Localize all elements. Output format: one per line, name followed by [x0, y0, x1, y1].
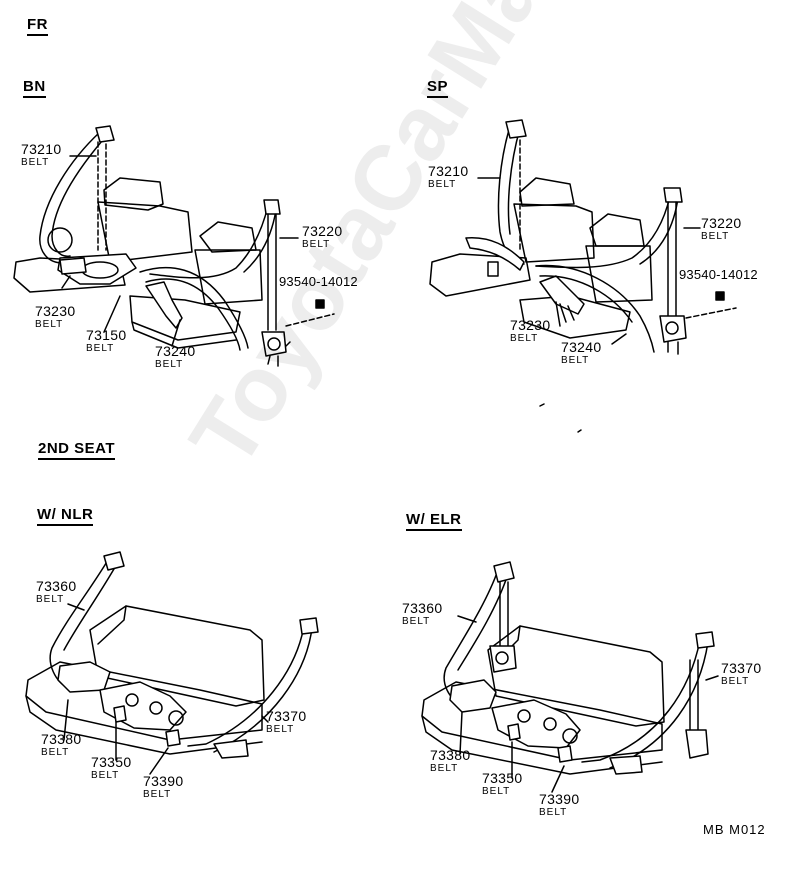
part-label-bn-73220: 73220 BELT [302, 223, 343, 251]
part-name: BELT [41, 747, 70, 758]
part-number: 73370 [721, 660, 762, 676]
part-name: BELT [155, 359, 184, 370]
part-number: 73220 [701, 215, 742, 231]
part-number: 73390 [143, 773, 184, 789]
section-w-elr: W/ ELR [406, 511, 462, 531]
section-w-nlr: W/ NLR [37, 506, 94, 526]
part-label-elr-73380: 73380 BELT [430, 747, 471, 775]
part-number: 73360 [402, 600, 443, 616]
part-number: 73380 [430, 747, 471, 763]
part-name: BELT [36, 594, 65, 605]
part-label-elr-73390: 73390 BELT [539, 791, 580, 819]
part-name: BELT [721, 676, 750, 687]
part-number: 73210 [21, 141, 62, 157]
part-name: BELT [510, 333, 539, 344]
part-number: 73390 [539, 791, 580, 807]
part-name: BELT [266, 724, 295, 735]
part-name: BELT [561, 355, 590, 366]
part-label-nlr-73370: 73370 BELT [266, 708, 307, 736]
part-label-elr-73370: 73370 BELT [721, 660, 762, 688]
part-name: BELT [143, 789, 172, 800]
part-label-elr-73360: 73360 BELT [402, 600, 443, 628]
section-bn: BN [23, 78, 46, 98]
part-name: BELT [430, 763, 459, 774]
part-label-sp-73220: 73220 BELT [701, 215, 742, 243]
part-number: 73220 [302, 223, 343, 239]
part-label-sp-73240: 73240 BELT [561, 339, 602, 367]
part-label-bn-73210: 73210 BELT [21, 141, 62, 169]
part-name: BELT [402, 616, 431, 627]
part-number: 73350 [482, 770, 523, 786]
part-name: BELT [35, 319, 64, 330]
elr-second-seat-drawing [421, 561, 719, 793]
part-number: 73350 [91, 754, 132, 770]
part-name: BELT [539, 807, 568, 818]
part-number: 73370 [266, 708, 307, 724]
part-label-bn-73230: 73230 BELT [35, 303, 76, 331]
part-number: 73230 [35, 303, 76, 319]
part-label-elr-73350: 73350 BELT [482, 770, 523, 798]
sp-front-seat-drawing [429, 119, 737, 433]
part-name: BELT [86, 343, 115, 354]
part-name: BELT [428, 179, 457, 190]
section-sp: SP [427, 78, 449, 98]
part-label-nlr-73360: 73360 BELT [36, 578, 77, 606]
part-name: BELT [91, 770, 120, 781]
part-name: BELT [21, 157, 50, 168]
part-name: BELT [482, 786, 511, 797]
part-label-nlr-73350: 73350 BELT [91, 754, 132, 782]
part-number: 73210 [428, 163, 469, 179]
part-label-sp-73210: 73210 BELT [428, 163, 469, 191]
part-label-bn-73150: 73150 BELT [86, 327, 127, 355]
part-number: 73240 [155, 343, 196, 359]
part-number: 73150 [86, 327, 127, 343]
part-label-nlr-73380: 73380 BELT [41, 731, 82, 759]
reference-code: MB M012 [703, 822, 766, 837]
section-second-seat: 2ND SEAT [38, 440, 116, 460]
section-fr: FR [27, 16, 48, 36]
part-number: 73230 [510, 317, 551, 333]
bn-front-seat-drawing [13, 125, 335, 367]
part-label-sp-73230: 73230 BELT [510, 317, 551, 345]
part-number: 73360 [36, 578, 77, 594]
part-name: BELT [302, 239, 331, 250]
part-label-bn-93540: 93540-14012 [279, 274, 358, 289]
part-label-nlr-73390: 73390 BELT [143, 773, 184, 801]
part-label-sp-93540: 93540-14012 [679, 267, 758, 282]
part-label-bn-73240: 73240 BELT [155, 343, 196, 371]
part-number: 73240 [561, 339, 602, 355]
part-name: BELT [701, 231, 730, 242]
nlr-second-seat-drawing [25, 551, 319, 775]
part-number: 73380 [41, 731, 82, 747]
